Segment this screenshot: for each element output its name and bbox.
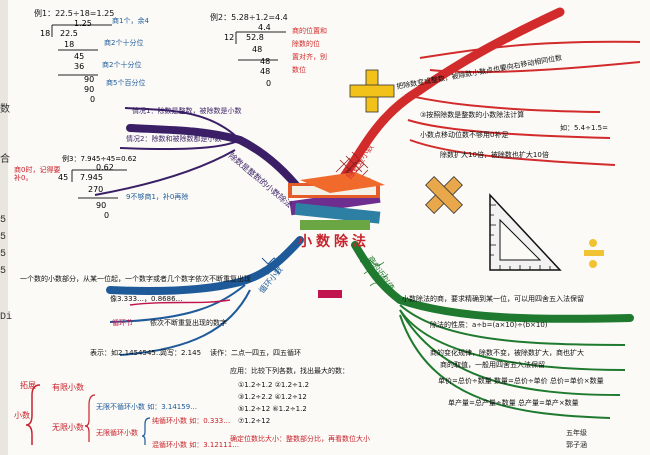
recurring-definition: 一个数的小数部分，从某一位起，一个数字或者几个数字依次不断重复出现 [20, 275, 251, 283]
edge-glyph: 5 [0, 215, 7, 226]
edge-glyph: 合 [0, 155, 10, 166]
signature-name: 郭子涵 [566, 441, 587, 449]
example-1-note: 商2个十分位 [102, 61, 142, 69]
example-2-note: 数位 [292, 66, 306, 74]
example-3-side-note: 商0时，记得要补0。 [14, 166, 61, 183]
example-3-step: 270 [88, 185, 104, 194]
example-1-step: 45 [74, 52, 85, 61]
example-1-step: 90 [84, 75, 95, 84]
example-1-note: 商1个，余4 [112, 17, 149, 25]
example-3-step: 0 [104, 211, 110, 220]
example-3-quotient: 0.62 [96, 163, 114, 172]
recurring-cycle-label: 循环节 [112, 319, 133, 327]
branch-blue-lower-left [106, 236, 304, 296]
branch-red-upper-right [325, 7, 565, 200]
example-2-note: 除数的位 [292, 40, 320, 48]
edge-glyph: 数 [0, 105, 10, 116]
divide-dec-rule-3: 小数点移动位数不够用0补足 [420, 131, 509, 139]
long-division-lines [51, 24, 286, 199]
comparison-title: 应用：比较下列各数，找出最大的数： [230, 367, 349, 375]
recurring: 无限循环小数 [96, 429, 138, 437]
example-2-step: 0 [266, 79, 272, 88]
example-2-quotient: 4.4 [258, 23, 271, 32]
recurring-example-3b: 简写：2.145 [160, 349, 202, 357]
quotient-line-6: 单产量=总产量÷数量 总产量=单产×数量 [448, 399, 579, 407]
page-title: 小数除法 [298, 234, 370, 250]
example-2-step: 48 [260, 57, 271, 66]
divide-icon [584, 239, 604, 268]
divide-dec-example: 如：5.4÷1.5= [560, 124, 608, 132]
divide-dec-example-2: 除数扩大10倍，被除数也扩大10倍 [440, 151, 549, 159]
example-2-divisor: 12 [224, 33, 235, 42]
recurring-example-3c: 读作：二点一四五，四五循环 [210, 349, 301, 357]
non-recurring: 无限不循环小数 如：3.14159… [96, 403, 198, 411]
example-1-header: 例1：22.5÷18=1.25 [34, 9, 115, 18]
example-3-divisor: 45 [58, 173, 69, 182]
extension-root: 小数 [14, 411, 30, 420]
recurring-example-1: 像3.333…，0.8686… [110, 295, 183, 303]
set-square-icon [489, 193, 562, 271]
plus-icon [349, 69, 395, 113]
quotient-line-4: 商的取值，一般用四舍五入法保留 [440, 361, 545, 369]
example-2-note: 商的位置和 [292, 27, 327, 35]
comparison-item: ③1.2÷2.2 ④1.2÷12 [238, 393, 307, 401]
comparison-item: ⑤1.2÷12 ⑥1.2÷1.2 [238, 405, 307, 413]
green-loops [359, 258, 389, 287]
finite-decimal: 有限小数 [52, 383, 84, 392]
example-3-dividend: 7.945 [80, 173, 103, 182]
blue-zigzag [261, 257, 287, 275]
comparison-footer: 确定位数比大小：整数部分比，再看数位大小 [230, 435, 370, 443]
edge-glyph: Di [0, 312, 13, 323]
extension-head: 拓展 [20, 381, 36, 390]
example-1-quotient: 1.25 [74, 19, 92, 28]
example-3-note: 9不够商1，补0再除 [126, 193, 189, 201]
quotient-line-2: 除法的性质：a÷b=(a×10)÷(b×10) [430, 321, 548, 329]
example-2-header: 例2：5.28÷1.2=4.4 [210, 13, 288, 22]
books-illustration [288, 172, 385, 230]
example-2-note: 置对齐，别 [292, 53, 327, 61]
comparison-item: ①1.2÷1.2 ②1.2÷1.2 [238, 381, 310, 389]
example-1-step: 36 [74, 62, 85, 71]
example-2-dividend: 52.8 [246, 33, 264, 42]
comparison-item: ⑦1.2÷12 [238, 417, 271, 425]
example-1-note: 商2个十分位 [104, 39, 144, 47]
recurring-example-3: 表示：如2.1454545… [90, 349, 163, 357]
branch-green-lower-right [351, 241, 634, 323]
example-1-step: 0 [90, 95, 96, 104]
example-2-step: 48 [260, 67, 271, 76]
quotient-line-1: 小数除法的商，要求精确到某一位，可以用四舍五入法保留 [402, 295, 584, 303]
example-1-dividend: 22.5 [60, 29, 78, 38]
edge-glyph: 5 [0, 266, 7, 277]
example-3-header: 例3：7.945÷45=0.62 [62, 155, 137, 163]
example-1-note: 商5个百分位 [106, 79, 146, 87]
edge-glyph: 5 [0, 249, 7, 260]
signature-class: 五年级 [566, 429, 587, 437]
divide-dec-rule-2: ③按照除数是整数的小数除法计算 [420, 111, 525, 119]
edge-glyph: 5 [0, 232, 7, 243]
recurring-cycle-text: 依次不断重复出现的数字 [150, 319, 227, 327]
example-3-step: 90 [96, 201, 107, 210]
mixed-recurring: 混循环小数 如：3.12111… [152, 441, 240, 449]
pure-recurring: 纯循环小数 如：0.333… [152, 417, 231, 425]
example-1-divisor: 18 [40, 29, 51, 38]
example-2-step: 48 [252, 45, 263, 54]
infinite-decimal: 无限小数 [52, 423, 84, 432]
quotient-line-3: 商的变化规律，除数不变，被除数扩大，商也扩大 [430, 349, 584, 357]
minus-icon [318, 290, 342, 298]
times-icon [425, 176, 463, 214]
example-1-step: 18 [64, 40, 75, 49]
item-case-2: 情况2：除数和被除数都是小数 [126, 135, 222, 143]
quotient-line-5: 单价=总价÷数量 数量=总价÷单价 总价=单价×数量 [438, 377, 604, 385]
item-case-1: 情况1：除数是整数，被除数是小数 [132, 107, 242, 115]
example-1-step: 90 [84, 85, 95, 94]
